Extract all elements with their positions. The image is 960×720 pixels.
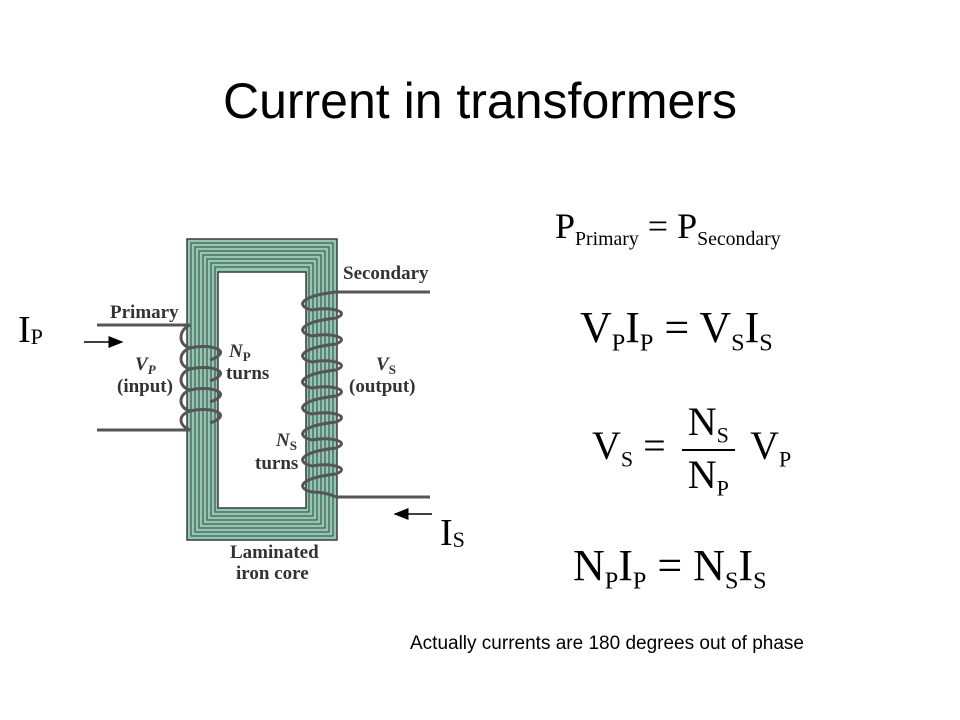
ns-label: NS	[275, 430, 297, 453]
primary-turns-label: turns	[226, 363, 269, 384]
voltage-current-equation: VPIP = VSIS	[580, 303, 773, 357]
np-label: NP	[228, 341, 251, 364]
slide-title: Current in transformers	[222, 73, 738, 129]
output-label: (output)	[349, 376, 416, 397]
turns-current-equation: NPIP = NSIS	[573, 541, 767, 595]
secondary-label: Secondary	[343, 263, 429, 284]
core-label-line1: Laminated	[230, 542, 319, 563]
vp-label: VP	[135, 354, 157, 377]
primary-winding	[97, 323, 222, 432]
primary-label: Primary	[110, 302, 179, 323]
turns-ratio-equation: VS = NS NP VP	[592, 398, 792, 501]
current-ip-label: IP	[18, 309, 43, 351]
vs-label: VS	[376, 354, 396, 377]
phase-note: Actually currents are 180 degrees out of…	[410, 633, 804, 654]
turns-fraction: NS NP	[681, 398, 735, 501]
current-is-label: IS	[440, 512, 465, 554]
input-label: (input)	[117, 376, 173, 397]
secondary-turns-label: turns	[255, 453, 298, 474]
secondary-winding	[301, 290, 430, 499]
power-equation: PPrimary = PSecondary	[555, 206, 781, 250]
core-label-line2: iron core	[236, 563, 309, 584]
